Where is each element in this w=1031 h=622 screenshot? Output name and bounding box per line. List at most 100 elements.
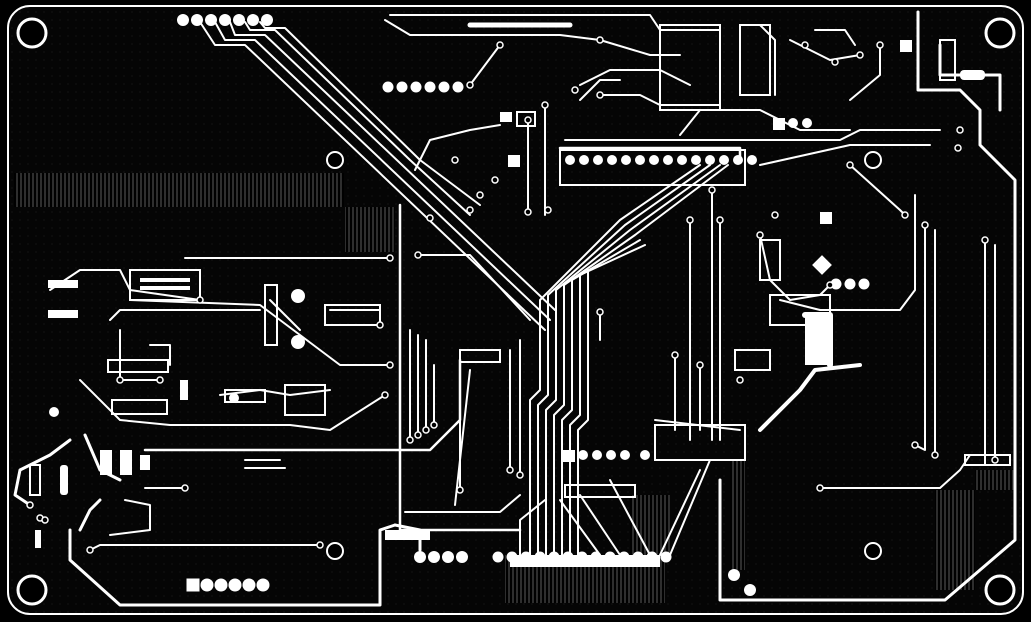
- ic-footprint-bottom: [564, 484, 636, 498]
- via: [901, 211, 909, 219]
- via: [981, 236, 989, 244]
- via: [771, 211, 779, 219]
- pin-header-mid: [649, 155, 659, 165]
- pad-block: [120, 450, 132, 475]
- right-mid-trace-7: [759, 234, 831, 301]
- pin-header-bottom-mid: [456, 551, 468, 563]
- pad-block: [140, 455, 150, 470]
- via: [801, 41, 809, 49]
- header-trace-right-3: [679, 109, 851, 136]
- left-trace-17: [269, 299, 301, 331]
- pin-header-mid-bottom: [606, 450, 616, 460]
- pad-mid: [500, 112, 512, 122]
- mounting-hole-top-left: [16, 17, 48, 49]
- bus-diagonal-3: [229, 21, 556, 311]
- pin-header-top-left: [205, 14, 217, 26]
- pin-header-mid: [579, 155, 589, 165]
- via: [596, 308, 604, 316]
- pin-header-top-left: [177, 14, 189, 26]
- pad-thermal: [805, 315, 830, 365]
- pin-header-mid-bottom: [578, 450, 588, 460]
- pin-header-mid-bottom: [620, 450, 630, 460]
- via: [876, 41, 884, 49]
- bus-central-3: [545, 164, 721, 556]
- fan-trace-3: [579, 494, 621, 556]
- pin-header-bottom-mid: [414, 551, 426, 563]
- via: [26, 501, 34, 509]
- via: [756, 231, 764, 239]
- pad-small-2: [180, 380, 188, 400]
- top-trace-5: [579, 79, 621, 101]
- header-footprint: [559, 149, 746, 186]
- pin-header-top-left: [233, 14, 245, 26]
- via: [991, 456, 999, 464]
- via: [86, 546, 94, 554]
- pad-round-bottom-right: [728, 569, 740, 581]
- pin-header-mid: [635, 155, 645, 165]
- via: [196, 296, 204, 304]
- via: [954, 144, 962, 152]
- mounting-hole-bottom-left: [16, 574, 48, 606]
- via: [826, 281, 834, 289]
- top-bus-1: [384, 19, 681, 56]
- ic-footprint-top-2: [739, 24, 771, 96]
- pad-round-left-edge: [49, 407, 59, 417]
- copper-zone-strip: [730, 460, 745, 570]
- left-trace-1: [49, 269, 201, 301]
- pad-mid-outline: [516, 111, 536, 127]
- mid-column-trace-8: [417, 254, 531, 321]
- right-mid-thick: [758, 363, 862, 432]
- pin-header-bottom-mid: [428, 551, 440, 563]
- vias: [26, 36, 999, 554]
- bus-central-6: [569, 244, 646, 556]
- via: [456, 486, 464, 494]
- pin-header-right-mid: [844, 278, 856, 290]
- bus-central-4: [553, 164, 729, 556]
- via: [496, 41, 504, 49]
- pad-square-top: [900, 40, 912, 52]
- pad-oval: [60, 465, 68, 495]
- via: [524, 116, 532, 124]
- fan-trace-5: [659, 469, 701, 556]
- pin-header-right-top: [788, 118, 798, 128]
- board-outline: [7, 5, 1024, 615]
- via: [386, 254, 394, 262]
- bus-central-1: [529, 164, 701, 556]
- pin-header-right-mid: [858, 278, 870, 290]
- ic-footprint-right-mid: [654, 424, 746, 461]
- pin-header-mid: [719, 155, 729, 165]
- pin-header-mid: [565, 155, 575, 165]
- via: [921, 221, 929, 229]
- pad-square-header: [508, 155, 520, 167]
- pin-header-bottom-connector: [506, 551, 518, 563]
- pad-round-mid-left: [291, 335, 305, 349]
- via: [476, 191, 484, 199]
- via: [181, 484, 189, 492]
- pad-oval-right-top: [960, 70, 985, 80]
- fan-trace-4: [609, 479, 651, 556]
- via: [414, 251, 422, 259]
- left-trace-16: [149, 344, 171, 366]
- pin-header-bottom-connector: [492, 551, 504, 563]
- via: [831, 58, 839, 66]
- pad-row: [140, 278, 190, 282]
- pin-header-mid: [593, 155, 603, 165]
- via: [414, 431, 422, 439]
- copper-zone-right-bottom: [935, 490, 975, 590]
- via: [422, 426, 430, 434]
- via: [708, 186, 716, 194]
- pin-header-bottom-connector: [562, 551, 574, 563]
- bus-diagonal-2: [214, 21, 551, 321]
- mounting-hole-inner-2: [864, 151, 882, 169]
- bus-diagonal-5: [259, 21, 481, 206]
- left-trace-10: [109, 499, 151, 536]
- via: [856, 51, 864, 59]
- fan-trace-1: [519, 499, 546, 556]
- ic-footprint-top: [659, 24, 721, 111]
- via: [911, 441, 919, 449]
- pin-header-bottom-connector: [632, 551, 644, 563]
- mounting-hole-inner-4: [864, 542, 882, 560]
- mid-column-trace-3: [454, 369, 471, 506]
- pin-header-bottom-left: [200, 578, 214, 592]
